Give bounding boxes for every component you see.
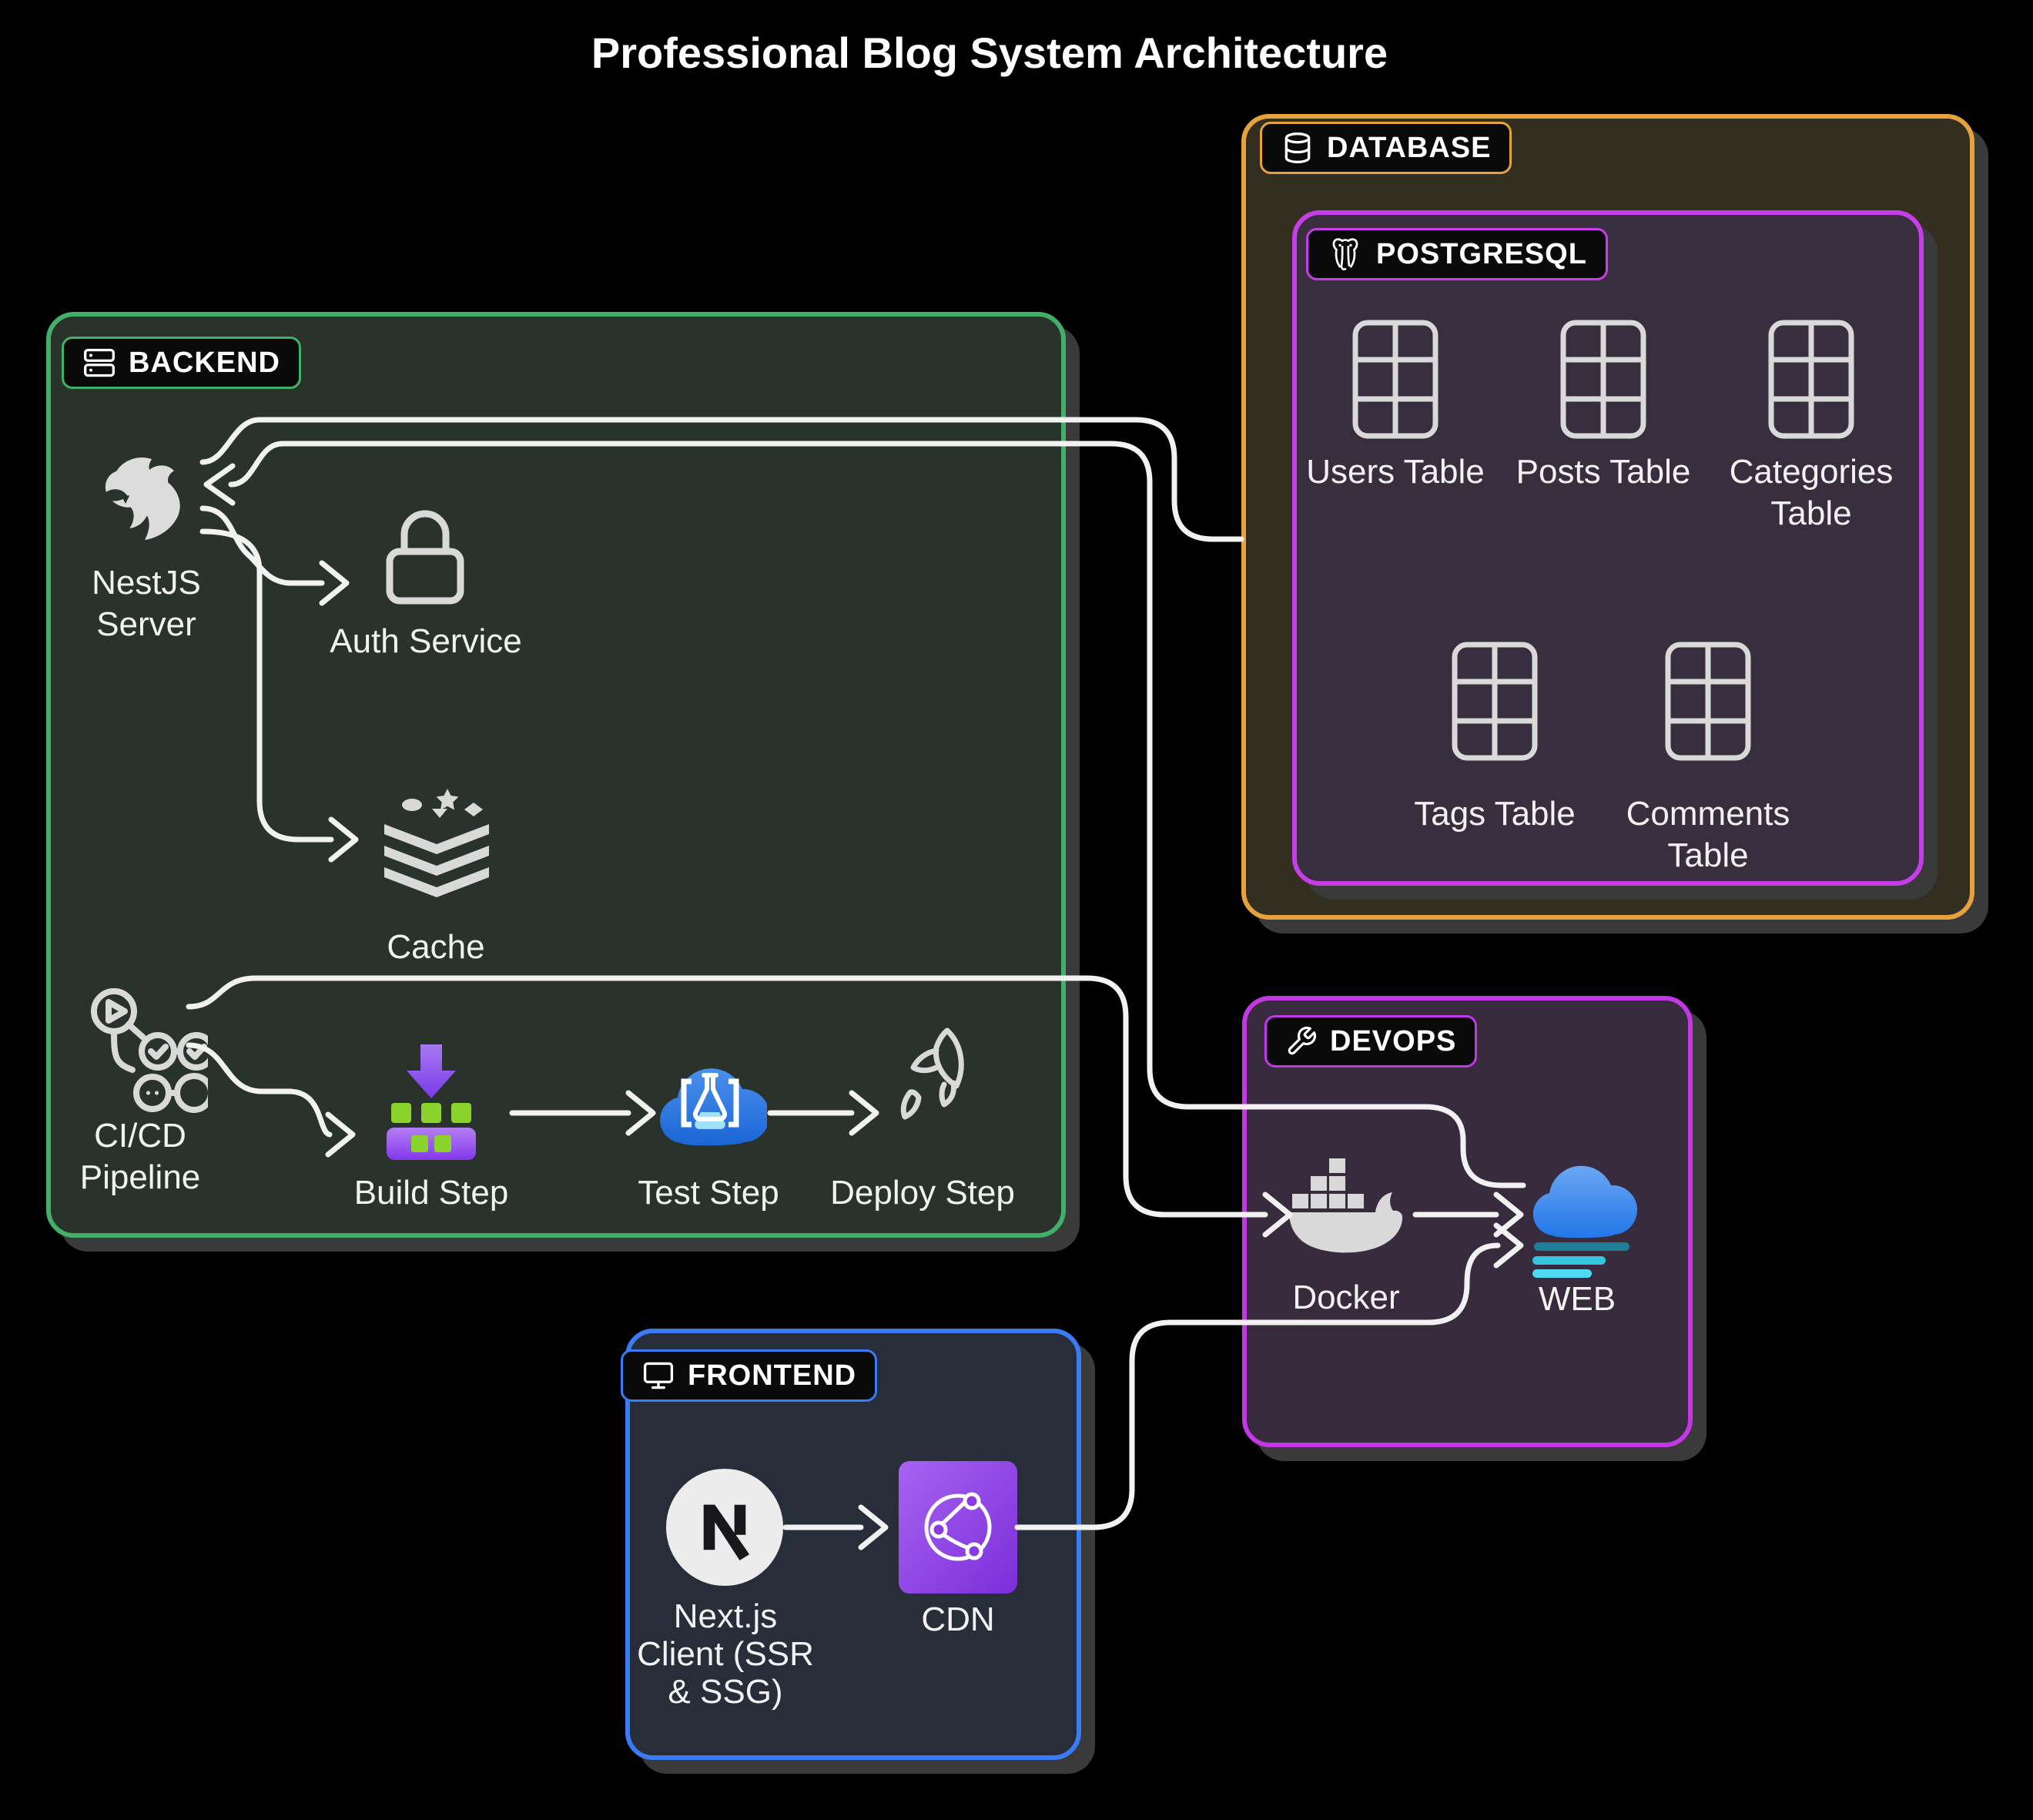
backend-label-text: BACKEND [129, 346, 280, 379]
page-title: Professional Blog System Architecture [591, 28, 1388, 77]
posts-table-label: Posts Table [1516, 451, 1691, 493]
nestjs-logo-icon [105, 452, 180, 541]
devops-label-text: DEVOPS [1330, 1024, 1457, 1057]
cdn-globe-icon [899, 1461, 1017, 1594]
posts-table-icon [1560, 320, 1646, 439]
test-label-text: Test Step [638, 1174, 779, 1212]
lock-icon [386, 510, 464, 605]
nestjs-label-line1: NestJS [92, 564, 201, 602]
nextjs-node-label: Next.js Client (SSR & SSG) [637, 1597, 814, 1711]
auth-node-label: Auth Service [330, 621, 521, 662]
cache-node-label: Cache [387, 927, 484, 968]
build-node-label: Build Step [354, 1172, 509, 1214]
cdn-label-text: CDN [921, 1600, 995, 1638]
web-node-label: WEB [1539, 1279, 1616, 1320]
postgresql-group-box [1292, 210, 1924, 886]
docker-node-label: Docker [1292, 1277, 1399, 1319]
web-label-text: WEB [1538, 1280, 1616, 1318]
database-icon [1284, 132, 1311, 163]
comments-table-icon [1665, 642, 1751, 761]
cache-layers-icon [384, 789, 489, 897]
cdn-node-label: CDN [921, 1599, 994, 1641]
categories-table-label: Categories Table [1730, 451, 1894, 535]
postgresql-label-text: POSTGRESQL [1376, 237, 1587, 270]
categories-table-icon [1768, 320, 1854, 439]
frontend-label: FRONTEND [621, 1349, 878, 1402]
devops-label: DEVOPS [1264, 1015, 1478, 1068]
cicd-node-label: CI/CD Pipeline [80, 1115, 201, 1198]
nestjs-node-label: NestJS Server [92, 562, 201, 645]
backend-label: BACKEND [62, 337, 301, 389]
wrench-icon [1288, 1026, 1317, 1055]
cache-label-text: Cache [387, 928, 485, 966]
categories-table-line1: Categories [1729, 453, 1894, 491]
tags-table-text: Tags Table [1414, 795, 1576, 833]
database-label: DATABASE [1260, 122, 1512, 174]
test-node-label: Test Step [638, 1172, 779, 1214]
deploy-label-text: Deploy Step [830, 1174, 1015, 1212]
comments-table-line1: Comments [1626, 795, 1790, 833]
docker-label-text: Docker [1292, 1279, 1400, 1316]
database-label-text: DATABASE [1327, 131, 1492, 164]
users-table-icon [1352, 320, 1439, 439]
tags-table-icon [1452, 642, 1538, 761]
comments-table-line2: Table [1667, 836, 1749, 874]
test-step-icon [660, 1068, 767, 1146]
posts-table-text: Posts Table [1516, 453, 1691, 491]
users-table-label: Users Table [1306, 451, 1485, 493]
deploy-rocket-icon [900, 1027, 964, 1120]
server-icon [84, 348, 115, 377]
cicd-label-line2: Pipeline [79, 1158, 201, 1196]
nextjs-label-line2: Client (SSR [637, 1635, 814, 1673]
postgresql-label: POSTGRESQL [1306, 228, 1608, 280]
frontend-label-text: FRONTEND [688, 1359, 857, 1392]
monitor-icon [643, 1362, 674, 1389]
cicd-label-line1: CI/CD [94, 1117, 186, 1155]
build-step-icon [387, 1044, 476, 1160]
deploy-node-label: Deploy Step [830, 1172, 1015, 1214]
nestjs-label-line2: Server [96, 605, 196, 643]
users-table-text: Users Table [1306, 453, 1485, 491]
auth-label-text: Auth Service [330, 622, 522, 660]
nextjs-label-line3: & SSG) [668, 1673, 783, 1711]
postgresql-elephant-icon [1332, 238, 1358, 271]
build-label-text: Build Step [353, 1174, 509, 1212]
nextjs-label-line1: Next.js [673, 1597, 778, 1635]
categories-table-line2: Table [1770, 494, 1852, 532]
web-cloud-icon [1532, 1165, 1638, 1278]
nextjs-logo-icon [665, 1468, 784, 1587]
comments-table-label: Comments Table [1626, 793, 1790, 876]
tags-table-label: Tags Table [1414, 793, 1576, 835]
cicd-pipeline-icon [91, 988, 208, 1113]
docker-whale-icon [1289, 1158, 1403, 1253]
